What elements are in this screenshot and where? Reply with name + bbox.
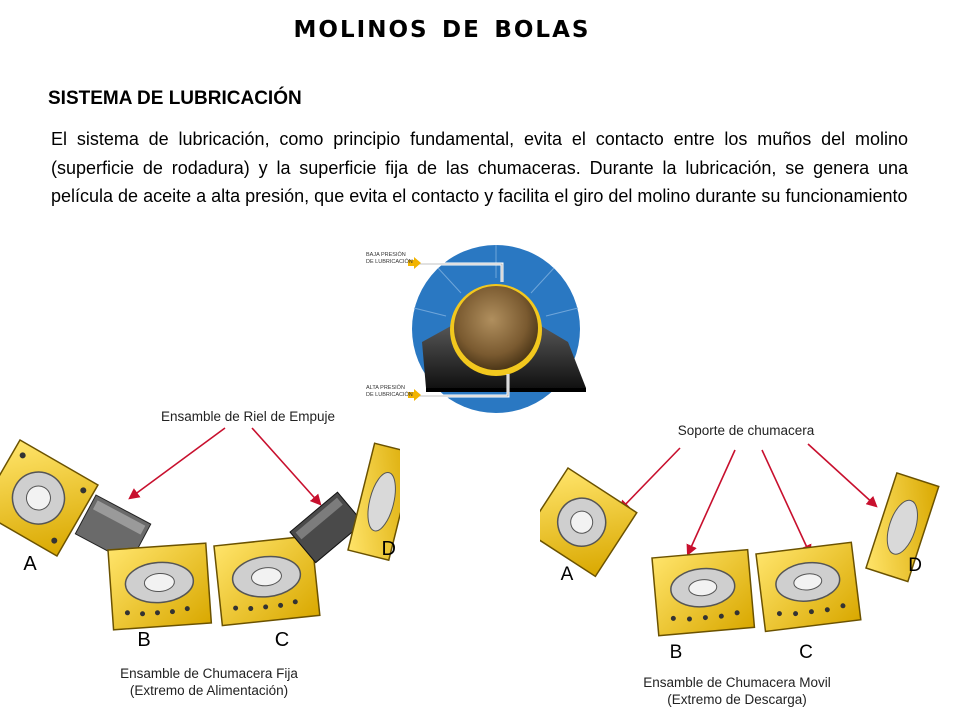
journal [454, 286, 538, 370]
high-pressure-label-1: ALTA PRESIÓN [366, 384, 405, 391]
bearing-block-c [213, 534, 321, 627]
letter-b: B [137, 629, 150, 651]
high-pressure-label-2: DE LUBRICACIÓN [366, 391, 413, 398]
right-top-caption: Soporte de chumacera [678, 423, 815, 438]
pointer-arrow-icon [686, 449, 736, 557]
low-pressure-label-1: BAJA PRESIÓN [366, 251, 406, 258]
thrust-rail-right [289, 491, 364, 564]
pointer-arrow-icon [251, 427, 322, 506]
section-heading: SISTEMA DE LUBRICACIÓN [48, 88, 302, 109]
bearing-block-a [0, 438, 99, 558]
letter-b: B [670, 642, 683, 663]
low-pressure-label-2: DE LUBRICACIÓN [366, 258, 413, 265]
bearing-block-d [347, 442, 400, 562]
letter-c: C [799, 642, 813, 663]
pointer-arrow-icon [761, 449, 812, 557]
letter-a: A [561, 564, 574, 585]
right-bottom-caption-2: (Extremo de Descarga) [667, 692, 807, 707]
pointer-arrow-icon [618, 447, 681, 512]
high-pressure-arrow-icon [408, 389, 421, 401]
left-bottom-caption-2: (Extremo de Alimentación) [130, 683, 288, 698]
slide-title: Molinos de bolas [293, 6, 591, 45]
support-block-b [651, 548, 756, 637]
pointer-arrow-icon [807, 443, 878, 508]
support-block-d [865, 471, 940, 583]
letter-a: A [23, 553, 37, 575]
support-block-c [755, 541, 862, 633]
left-bottom-caption-1: Ensamble de Chumacera Fija [120, 666, 298, 681]
low-pressure-arrow-icon [408, 257, 421, 269]
left-top-caption: Ensamble de Riel de Empuje [161, 409, 335, 424]
bearing-block-b [107, 542, 213, 631]
body-paragraph: El sistema de lubricación, como principi… [51, 129, 908, 206]
pointer-arrow-icon [128, 427, 226, 500]
letter-d: D [382, 538, 396, 560]
movable-bearing-figure: Soporte de chumacera A [540, 408, 940, 720]
right-bottom-caption-1: Ensamble de Chumacera Movil [643, 675, 831, 690]
support-block-a [540, 466, 638, 578]
fixed-bearing-figure: Ensamble de Riel de Empuje [0, 400, 400, 720]
thrust-rail-left [74, 494, 152, 564]
lubrication-diagram: BAJA PRESIÓN DE LUBRICACIÓN ALTA PRESIÓN… [346, 238, 608, 420]
letter-c: C [275, 629, 289, 651]
letter-d: D [908, 555, 922, 576]
